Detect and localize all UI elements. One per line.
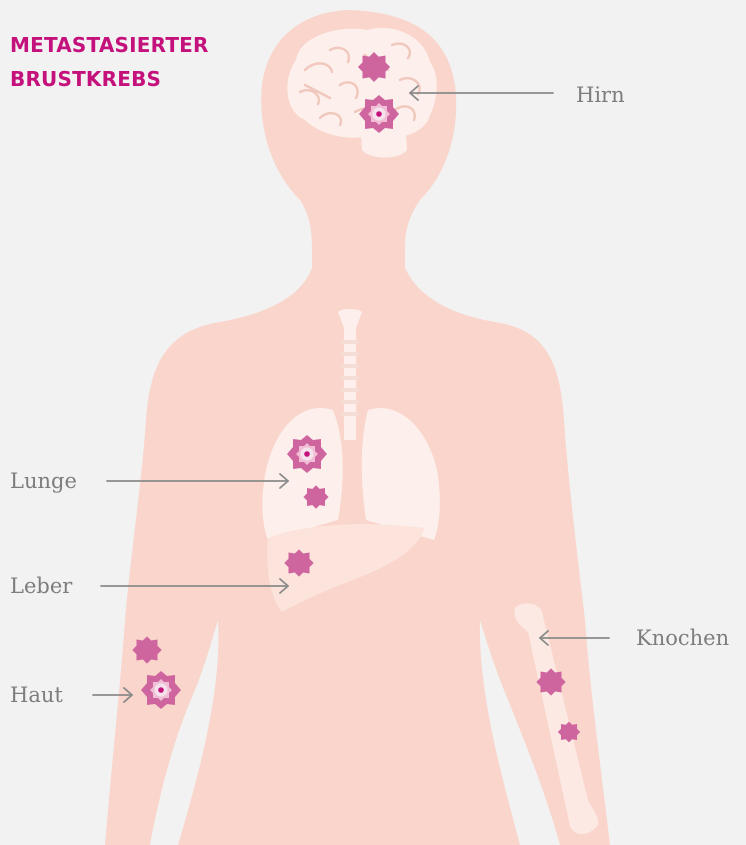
brain-shape — [287, 28, 436, 138]
label-hirn: Hirn — [576, 83, 625, 107]
label-knochen: Knochen — [636, 626, 729, 650]
label-lunge: Lunge — [10, 469, 77, 493]
arrow-haut — [93, 688, 132, 702]
diagram-title: METASTASIERTER BRUSTKREBS — [10, 28, 209, 96]
title-line-1: METASTASIERTER — [10, 28, 209, 62]
title-line-2: BRUSTKREBS — [10, 62, 209, 96]
label-haut: Haut — [10, 683, 63, 707]
label-leber: Leber — [10, 574, 72, 598]
